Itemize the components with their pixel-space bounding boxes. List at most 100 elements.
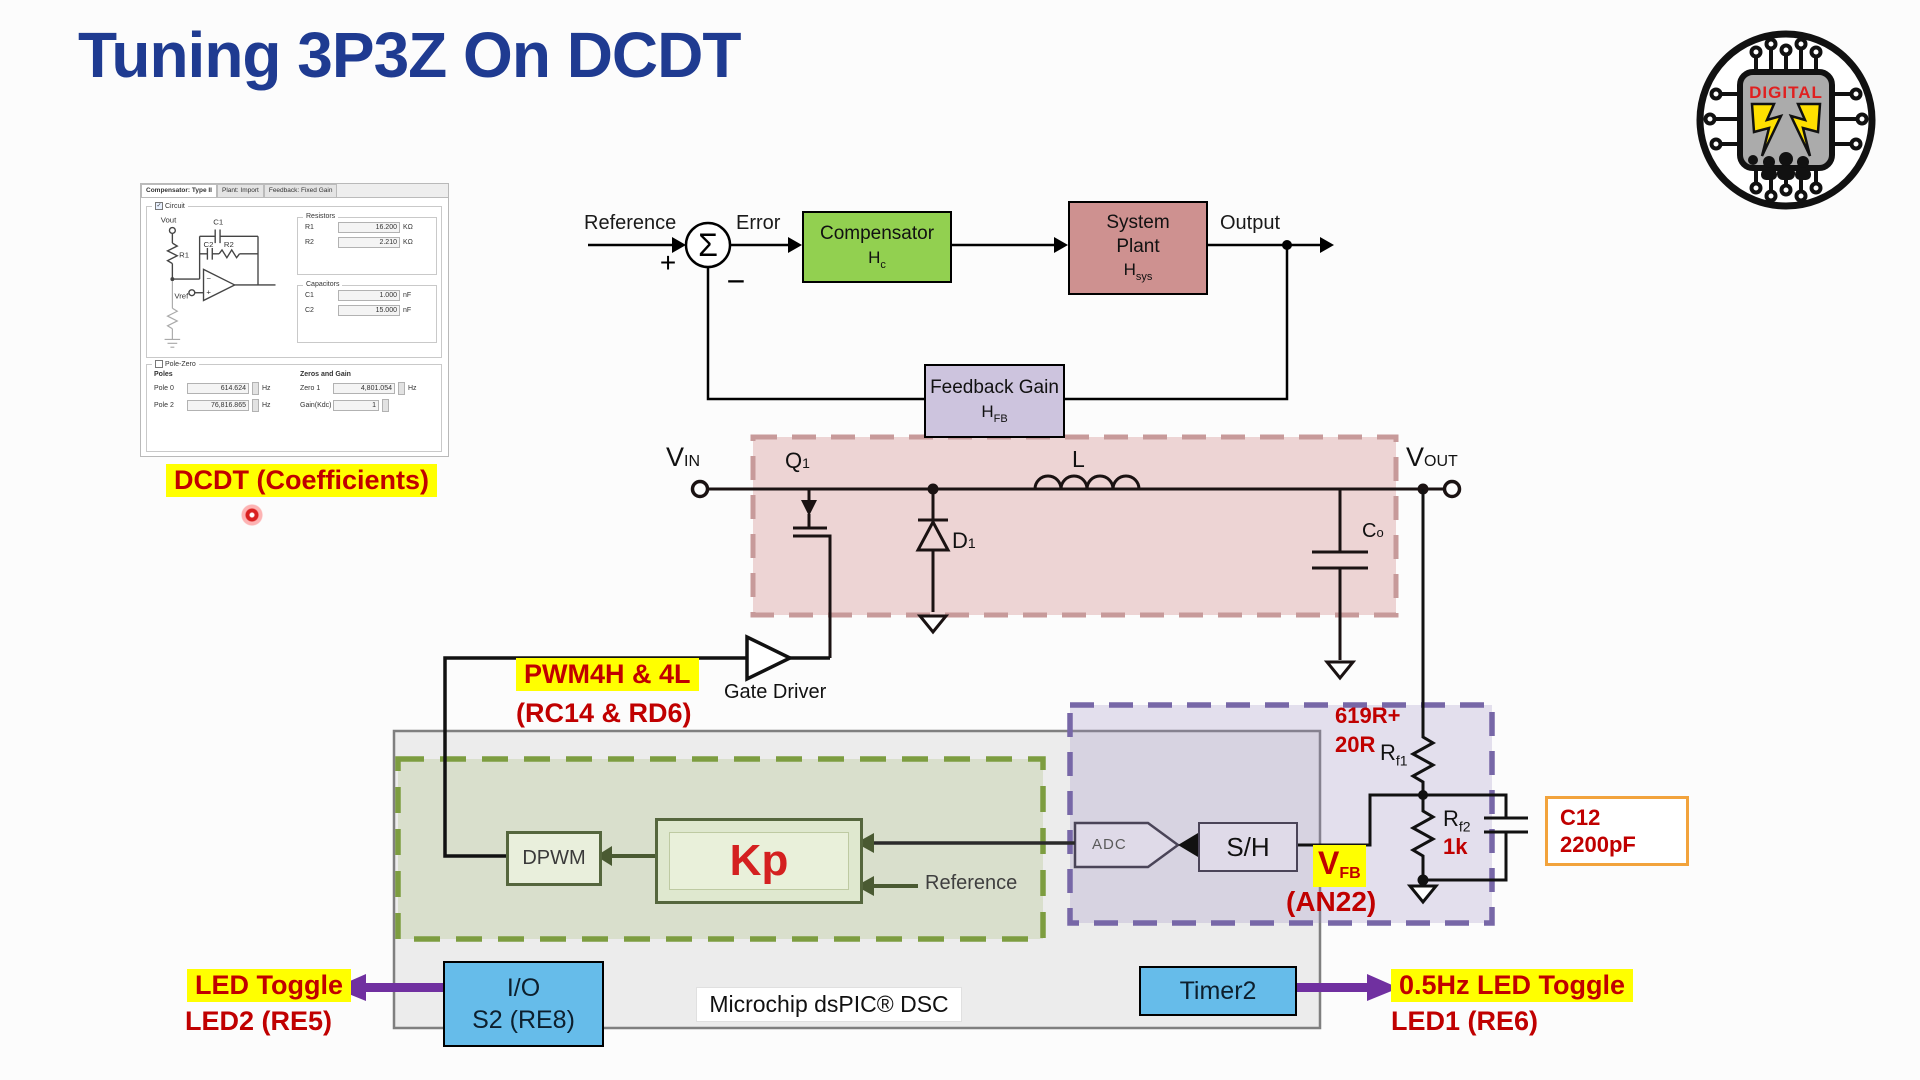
laser-pointer-dot [240, 503, 264, 527]
gain-row: Gain(Kdc) 1 [300, 399, 439, 412]
circuit-group-label: Circuit [165, 202, 185, 210]
dcdt-software-panel: Compensator: Type II Plant: Import Feedb… [140, 183, 449, 457]
logo-text: DIGITAL [1749, 83, 1823, 102]
checkbox-unchecked-icon[interactable] [155, 360, 163, 368]
sketch-vout-label: Vout [161, 216, 177, 225]
r2-row: R2 2.210 KΩ [305, 237, 436, 248]
pole0-row: Pole 0 614.624 Hz [154, 382, 293, 395]
gate-driver-label: Gate Driver [724, 681, 827, 703]
feedback-h-sub: FB [993, 412, 1008, 425]
loop-wires [588, 221, 1320, 401]
compensator-name: Compensator [819, 222, 935, 244]
r1-unit: KΩ [403, 224, 413, 231]
purple-arrow-left-shaft [364, 983, 443, 992]
d1-label: D1 [952, 528, 976, 553]
led2-pin-label: LED2 (RE5) [185, 1006, 333, 1036]
pole2-spinner[interactable] [252, 399, 259, 412]
co-label: Co [1362, 520, 1384, 542]
dpwm-block: DPWM [506, 831, 602, 886]
c2-value-field[interactable]: 15.000 [338, 305, 400, 316]
polezero-legend: Pole-Zero [165, 360, 196, 368]
plant-h-sub: sys [1135, 271, 1153, 284]
pole0-unit: Hz [262, 385, 271, 392]
compensator-block: Compensator Hc [802, 211, 952, 283]
sketch-vref-label: Vref [174, 292, 189, 301]
vout-label: VOUT [1406, 442, 1458, 472]
tab-plant-import[interactable]: Plant: Import [216, 184, 264, 197]
mcu-name-label: Microchip dsPIC® DSC [696, 987, 962, 1022]
zero1-row: Zero 1 4,801.054 Hz [300, 382, 439, 395]
adc-label: ADC [1092, 836, 1127, 853]
c1-value-field[interactable]: 1.000 [338, 290, 400, 301]
capacitors-fieldset: Capacitors C1 1.000 nF C2 15.000 nF [297, 281, 437, 343]
buck-wires [690, 474, 1462, 681]
output-tap-dot [1282, 240, 1292, 250]
zero1-spinner[interactable] [398, 382, 405, 395]
output-label: Output [1220, 212, 1281, 234]
feedback-h: H [981, 401, 994, 421]
led-toggle-right-callout: 0.5Hz LED Toggle [1391, 969, 1634, 1002]
resistors-fieldset: Resistors R1 16.200 KΩ R2 2.210 KΩ [297, 213, 437, 275]
plus-sign: + [660, 247, 676, 278]
pole2-label: Pole 2 [154, 402, 174, 409]
r2-value-field[interactable]: 2.210 [338, 237, 400, 248]
system-plant-block: System Plant Hsys [1068, 201, 1208, 295]
poles-subheading: Poles [154, 371, 173, 378]
polezero-group: Pole-Zero Poles Pole 0 614.624 Hz Pole 2… [146, 360, 442, 452]
c1-label: C1 [305, 292, 314, 299]
r2-label: R2 [305, 239, 314, 246]
c2-row: C2 15.000 nF [305, 305, 436, 316]
pole0-spinner[interactable] [252, 382, 259, 395]
led-toggle-left-callout: LED Toggle [187, 969, 351, 1002]
c1-unit: nF [403, 292, 412, 299]
plant-name-1: System [1106, 211, 1170, 233]
loop-arrowheads [672, 237, 1334, 253]
vfb-pin-label: (AN22) [1286, 886, 1377, 917]
pole2-value-field[interactable]: 76,816.865 [187, 400, 249, 411]
tab-feedback-gain[interactable]: Feedback: Fixed Gain [263, 184, 338, 197]
compensator-circuit-sketch: Vout R1 C1 C2 R2 Vref − + [161, 216, 276, 348]
adc-block-shape [1073, 821, 1181, 869]
people-icon [1748, 152, 1811, 180]
co-ground-arrow [1323, 660, 1357, 681]
sketch-c2-label: C2 [204, 240, 214, 249]
pole0-label: Pole 0 [154, 385, 174, 392]
rf2-value-label: 1k [1443, 834, 1468, 859]
purple-arrow-right-head [1367, 974, 1399, 1001]
sketch-r1-label: R1 [179, 251, 189, 260]
vin-terminal [690, 479, 710, 499]
d1-ground-arrow [916, 614, 950, 635]
gain-value-field[interactable]: 1 [333, 400, 379, 411]
gain-label: Gain(Kdc) [300, 402, 332, 409]
c2-unit: nF [403, 307, 412, 314]
pole0-value-field[interactable]: 614.624 [187, 383, 249, 394]
page-title: Tuning 3P3Z On DCDT [78, 19, 741, 91]
r2-unit: KΩ [403, 239, 413, 246]
checkbox-checked-icon[interactable]: ✓ [155, 202, 163, 210]
r1-row: R1 16.200 KΩ [305, 222, 436, 233]
resistors-legend: Resistors [303, 213, 339, 220]
error-label: Error [736, 212, 781, 234]
zero1-value-field[interactable]: 4,801.054 [333, 383, 395, 394]
feedback-gain-block: Feedback Gain HFB [924, 364, 1065, 438]
kp-block: Kp [655, 818, 863, 904]
sketch-minus: − [206, 274, 211, 283]
reference-label: Reference [584, 212, 677, 234]
r1-value-field[interactable]: 16.200 [338, 222, 400, 233]
r1-label: R1 [305, 224, 314, 231]
tab-compensator[interactable]: Compensator: Type II [141, 184, 217, 197]
gain-spinner[interactable] [382, 399, 389, 412]
purple-arrow-right-shaft [1293, 983, 1369, 992]
power-stage-dashed-box [750, 434, 1399, 618]
logo-traces [1703, 37, 1869, 203]
sketch-c1-label: C1 [213, 218, 223, 227]
c2-label: C2 [305, 307, 314, 314]
c12-value: 2200pF [1560, 832, 1636, 857]
dcdt-coefficients-callout: DCDT (Coefficients) [166, 464, 437, 497]
capacitors-legend: Capacitors [303, 281, 343, 288]
zero1-label: Zero 1 [300, 385, 321, 392]
q1-label: Q1 [785, 448, 810, 473]
inductor-label: L [1072, 446, 1085, 472]
